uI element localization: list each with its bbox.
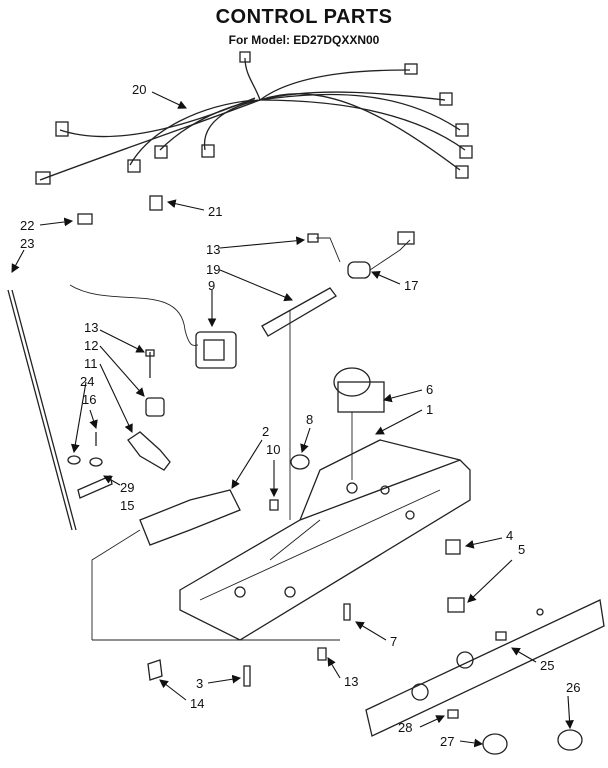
- callout-3: 3: [196, 676, 203, 691]
- capillary-tube: [7, 289, 77, 531]
- callout-26: 26: [566, 680, 580, 695]
- callout-4: 4: [506, 528, 513, 543]
- damper-control-parts: [67, 349, 171, 499]
- callout-25: 25: [540, 658, 554, 673]
- screw-7: [343, 603, 351, 621]
- callout-2: 2: [262, 424, 269, 439]
- rocker-switch-4: [445, 539, 461, 555]
- grommet: [290, 454, 310, 470]
- callout-8: 8: [306, 412, 313, 427]
- callout-19: 19: [206, 262, 220, 277]
- callout-1: 1: [426, 402, 433, 417]
- knob-27: [482, 733, 508, 755]
- callout-11: 11: [84, 356, 98, 371]
- model-subtitle: For Model: ED27DQXXN00: [228, 33, 380, 47]
- callout-17: 17: [404, 278, 418, 293]
- callout-13a: 13: [206, 242, 220, 257]
- callout-12: 12: [84, 338, 98, 353]
- callout-13b: 13: [84, 320, 98, 335]
- thermistor-sensor: [261, 231, 415, 337]
- switch-assembly: [69, 284, 237, 369]
- callout-10: 10: [266, 442, 280, 457]
- callout-13c: 13: [344, 674, 358, 689]
- screw: [269, 499, 279, 511]
- callout-21: 21: [208, 204, 222, 219]
- thermostat: [333, 367, 385, 494]
- callout-5: 5: [518, 542, 525, 557]
- callout-9: 9: [208, 278, 215, 293]
- callout-28: 28: [398, 720, 412, 735]
- callout-15: 15: [120, 498, 134, 513]
- callout-7: 7: [390, 634, 397, 649]
- callout-14: 14: [190, 696, 204, 711]
- control-panel: [365, 599, 605, 737]
- wire-harness: [35, 51, 473, 185]
- callout-27: 27: [440, 734, 454, 749]
- assembly-guide-lines: [91, 310, 340, 641]
- screw-3: [243, 665, 251, 687]
- callout-6: 6: [426, 382, 433, 397]
- indicator-28: [447, 709, 459, 719]
- callout-20: 20: [132, 82, 146, 97]
- screw-13: [317, 647, 327, 661]
- callout-16: 16: [82, 392, 96, 407]
- control-housing: [179, 439, 471, 641]
- callout-22: 22: [20, 218, 34, 233]
- callout-23: 23: [20, 236, 34, 251]
- page-title: CONTROL PARTS: [215, 6, 393, 28]
- callout-29: 29: [120, 480, 134, 495]
- knob-26: [557, 729, 583, 751]
- leader-lines: [11, 91, 574, 748]
- fastener-clip: [77, 213, 93, 225]
- wire-clip: [149, 195, 163, 211]
- clip-14: [147, 659, 163, 681]
- callout-24: 24: [80, 374, 94, 389]
- mounting-bracket: [139, 489, 241, 546]
- rocker-switch-5: [447, 597, 465, 613]
